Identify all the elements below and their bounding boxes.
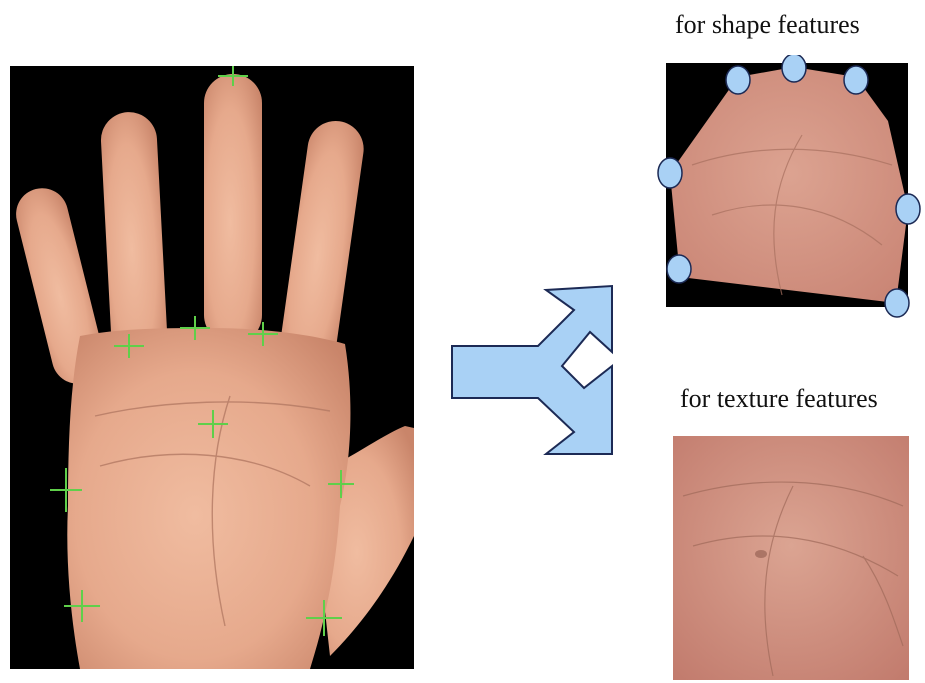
shape-point-marker xyxy=(896,194,920,224)
shape-point-marker xyxy=(885,289,909,317)
shape-point-marker xyxy=(782,55,806,82)
shape-roi-panel xyxy=(652,55,924,323)
texture-patch xyxy=(673,436,909,680)
texture-mole xyxy=(755,550,767,558)
hand-photo xyxy=(10,66,414,669)
texture-features-caption: for texture features xyxy=(680,384,878,414)
shape-point-marker xyxy=(667,255,691,283)
shape-features-caption: for shape features xyxy=(675,10,860,40)
shape-point-marker xyxy=(726,66,750,94)
shape-point-marker xyxy=(844,66,868,94)
texture-roi-panel xyxy=(673,436,909,680)
shape-point-marker xyxy=(658,158,682,188)
split-arrow-icon xyxy=(450,284,616,458)
